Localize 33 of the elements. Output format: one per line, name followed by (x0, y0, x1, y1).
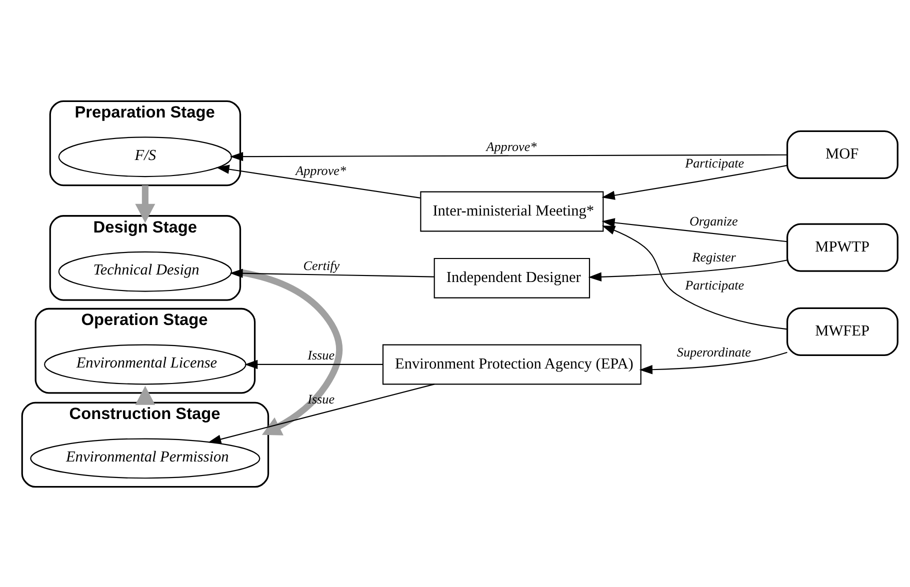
arrow (134, 184, 155, 222)
edge-label: Certify (302, 258, 340, 273)
edge-label: Issue (307, 390, 334, 406)
arrow (588, 259, 787, 281)
arrow (207, 383, 434, 444)
arrow (601, 164, 787, 200)
node-box: MOF (786, 130, 898, 178)
arrow (244, 359, 382, 369)
node-box: Environment Protection Agency (EPA) (382, 344, 641, 384)
arrow (601, 225, 787, 330)
arrow (229, 268, 434, 278)
node-ellipse: Environmental License (44, 344, 246, 384)
edge-label: Register (692, 248, 736, 264)
edge-label: Approve* (486, 138, 536, 154)
arrow (216, 164, 420, 198)
edge-label: Organize (688, 212, 738, 228)
node-ellipse: F/S (58, 136, 232, 177)
edge-label: Issue (307, 347, 334, 362)
edge-label: Superordinate (676, 344, 750, 359)
edge-label: Approve* (295, 162, 346, 178)
node-box: MWFEP (786, 306, 898, 356)
arrow (239, 268, 342, 435)
arrow (134, 385, 155, 404)
node-box: Inter-ministerial Meeting* (420, 190, 604, 232)
edge-label: Participate (684, 277, 744, 292)
node-box: Independent Designer (433, 257, 590, 298)
node-ellipse: Environmental Permission (30, 438, 260, 478)
arrow (601, 218, 787, 242)
arrow (229, 151, 787, 161)
arrow (638, 351, 787, 374)
edge-label: Participate (684, 154, 744, 170)
node-box: MPWTP (786, 222, 898, 272)
node-ellipse: Technical Design (58, 250, 232, 292)
